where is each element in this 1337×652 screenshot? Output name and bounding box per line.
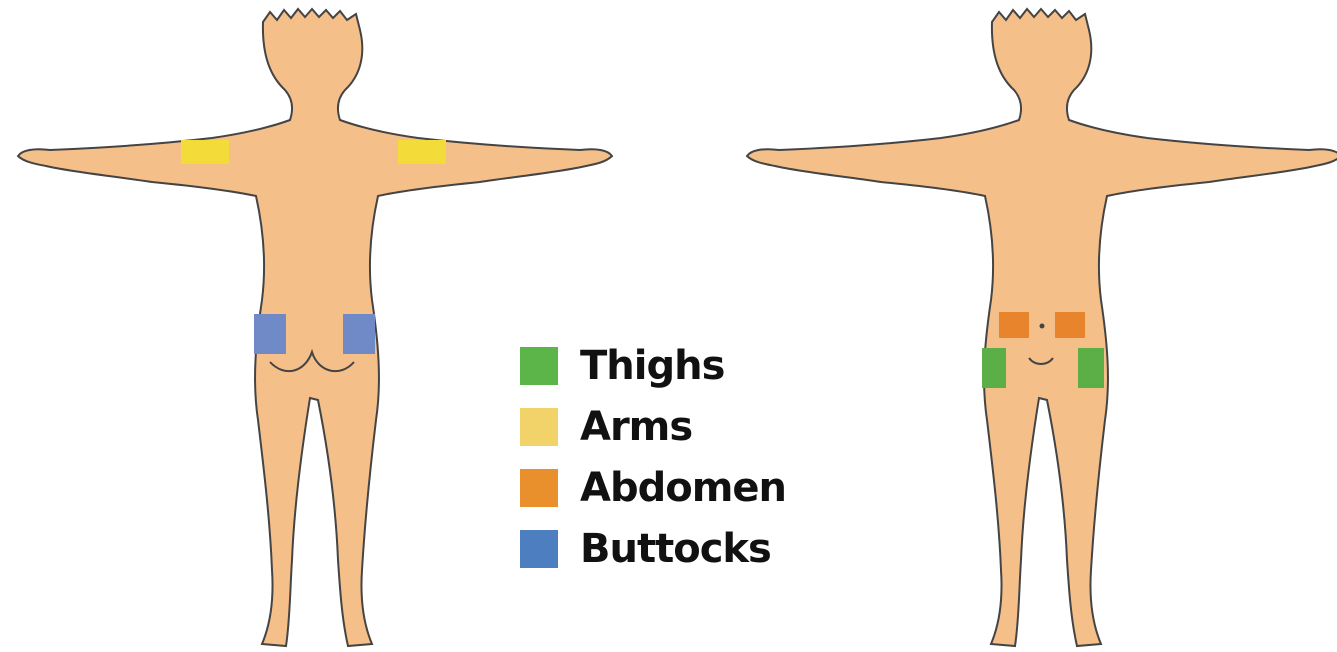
legend-item-thighs: Thighs [520,335,786,396]
arms-swatch [520,408,558,446]
right-buttock-site [343,314,375,354]
legend: Thighs Arms Abdomen Buttocks [520,335,786,579]
abdomen-swatch [520,469,558,507]
legend-label: Arms [580,404,692,450]
buttocks-swatch [520,530,558,568]
left-arm-site [181,140,229,164]
left-buttock-site [254,314,286,354]
right-thigh-site [1078,348,1104,388]
navel [1040,324,1045,329]
legend-label: Buttocks [580,526,771,572]
front-view-figure [747,9,1337,646]
legend-label: Thighs [580,343,724,389]
right-abdomen-site [1055,312,1085,338]
legend-label: Abdomen [580,465,786,511]
left-thigh-site [982,348,1006,388]
thighs-swatch [520,347,558,385]
legend-item-buttocks: Buttocks [520,518,786,579]
legend-item-arms: Arms [520,396,786,457]
right-arm-site [398,140,446,164]
legend-item-abdomen: Abdomen [520,457,786,518]
left-abdomen-site [999,312,1029,338]
